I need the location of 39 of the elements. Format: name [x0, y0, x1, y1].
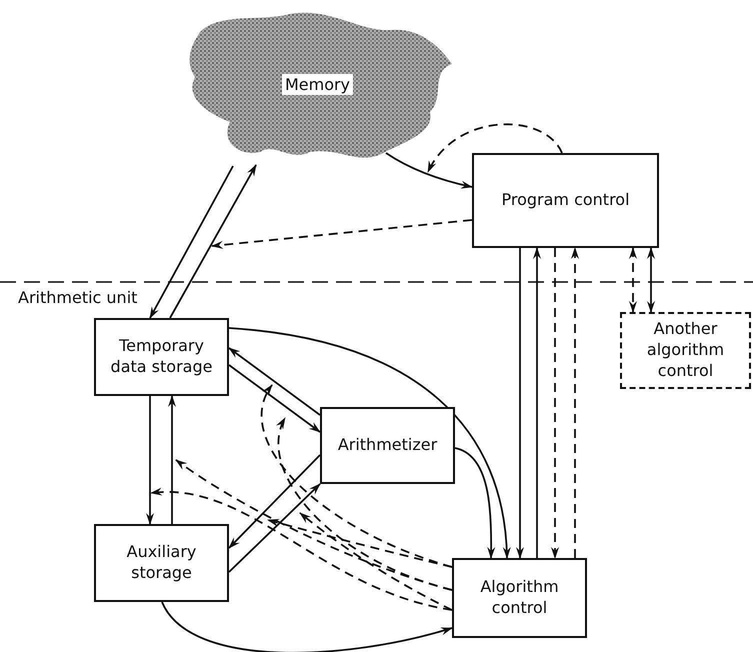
- arrow: [211, 219, 472, 249]
- arrow: [571, 247, 579, 558]
- node-label: Another algorithm control: [646, 319, 726, 382]
- process-box: [320, 407, 455, 484]
- arrow: [516, 248, 524, 559]
- node-label: Arithmetizer: [338, 435, 438, 456]
- arrow: [161, 602, 453, 652]
- node-label: Memory: [282, 74, 354, 95]
- arrow: [629, 247, 637, 313]
- arrow: [299, 512, 452, 611]
- arrow: [149, 166, 234, 319]
- node-label: Auxiliary storage: [126, 542, 198, 584]
- node-label: Program control: [501, 190, 630, 211]
- arrow: [228, 483, 321, 573]
- region-label: Arithmetic unit: [18, 288, 138, 307]
- arrow: [551, 248, 559, 559]
- node-label: Temporary data storage: [110, 336, 214, 378]
- arrow: [647, 247, 655, 313]
- arrow: [267, 519, 452, 568]
- process-box: [472, 153, 659, 248]
- arrow: [454, 447, 496, 559]
- arrow: [386, 152, 473, 188]
- arrow: [427, 124, 563, 173]
- arrow: [228, 347, 321, 416]
- arrow: [533, 247, 541, 558]
- process-box: [94, 318, 229, 396]
- arrow: [228, 327, 510, 559]
- arrow: [228, 364, 321, 433]
- process-box: [452, 558, 587, 638]
- arrow: [175, 459, 452, 591]
- arrow: [168, 395, 176, 524]
- arrow: [169, 164, 257, 318]
- node-label: Algorithm control: [479, 577, 560, 619]
- arrow: [228, 454, 321, 549]
- arrow: [260, 384, 452, 568]
- process-box: [620, 312, 751, 389]
- arrow: [150, 488, 452, 611]
- process-box: [94, 524, 229, 602]
- arrow: [146, 396, 154, 525]
